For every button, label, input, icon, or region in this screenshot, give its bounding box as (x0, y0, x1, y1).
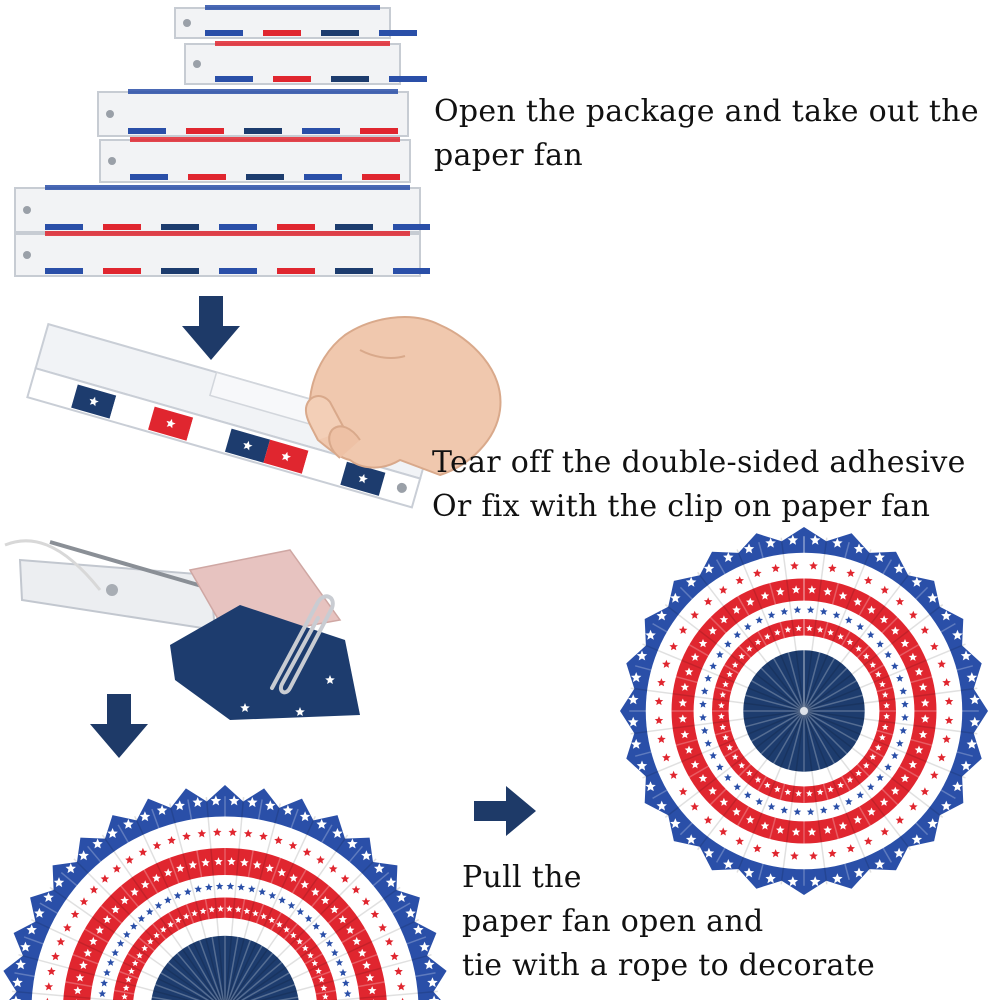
hand-icon (304, 316, 502, 477)
clip-fix-photo (4, 539, 360, 720)
step-3-line-3: tie with a rope to decorate (462, 948, 876, 983)
step-2-line-2: Or fix with the clip on paper fan (432, 489, 931, 524)
step-1-text: Open the package and take out the paper … (434, 90, 979, 178)
step-3-line-1: Pull the (462, 860, 582, 895)
open-paper-fan-photo (620, 525, 988, 895)
step-2-line-1: Tear off the double-sided adhesive (432, 445, 966, 480)
half-open-paper-fan-photo (3, 785, 447, 1000)
step-3-line-2: paper fan open and (462, 904, 764, 939)
paper-clip-icon (270, 594, 335, 695)
step-1-line-1: Open the package and take out the (434, 94, 979, 129)
arrow-down-icon (90, 694, 148, 758)
step-2-text: Tear off the double-sided adhesive Or fi… (432, 441, 966, 529)
step-1-line-2: paper fan (434, 138, 583, 173)
tear-adhesive-photo (26, 316, 502, 509)
arrow-right-icon (474, 786, 536, 836)
arrow-down-icon (182, 296, 240, 360)
folded-paper-fans-photo (14, 5, 430, 277)
step-3-text: Pull the paper fan open and tie with a r… (462, 856, 875, 988)
